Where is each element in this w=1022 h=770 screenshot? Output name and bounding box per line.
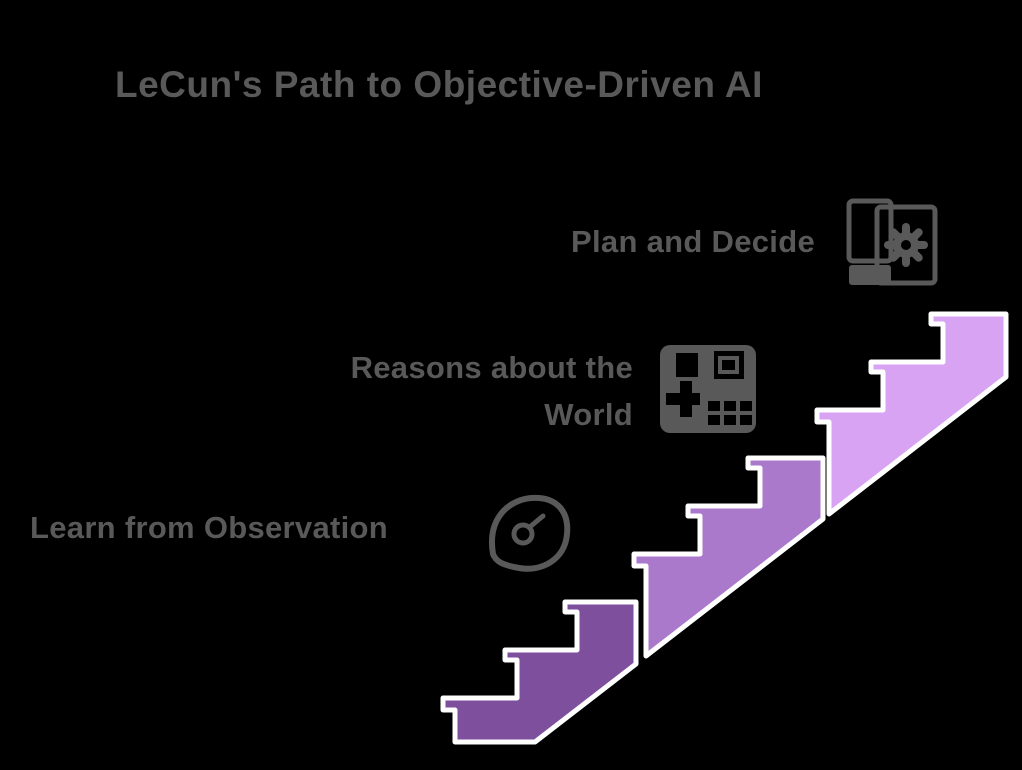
label-reason-line1: Reasons about the (350, 350, 633, 385)
label-reason-line2: World (544, 397, 633, 432)
page-title: LeCun's Path to Objective-Driven AI (115, 64, 763, 105)
label-plan-and-decide: Plan and Decide (571, 224, 815, 259)
label-reasons-about-world: Reasons about the World (280, 344, 633, 438)
world-model-icon (660, 345, 756, 433)
label-learn-from-observation: Learn from Observation (30, 510, 389, 545)
stair-segment-reason (631, 455, 826, 659)
stair-segment-plan (814, 311, 1009, 517)
stair-segment-learn (440, 599, 639, 745)
eye-observation-icon (489, 494, 571, 572)
gear-plan-icon (846, 198, 938, 286)
